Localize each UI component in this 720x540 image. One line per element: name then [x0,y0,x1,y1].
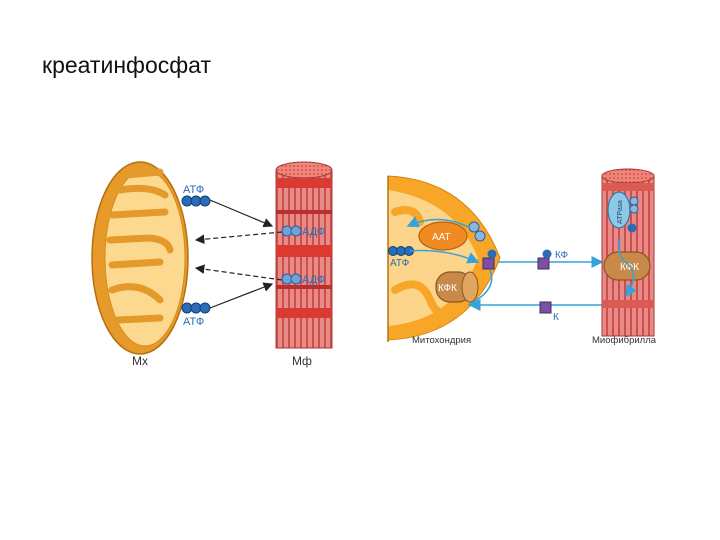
kf-phosphate-dot [542,249,552,259]
arrow-adp-to-mito-1 [194,231,283,245]
label-aat: ААТ [432,232,451,243]
adp-molecule-icon [281,225,302,237]
atp-molecule-icon [181,195,211,207]
atp-molecule-icon [388,246,414,256]
atp-molecule-icon [181,302,211,314]
kfk-myo-enzyme [603,251,651,281]
phosphate-dot [487,249,497,259]
label-atpase: АТРаза [617,200,624,224]
label-mf: Мф [292,354,312,368]
kf-cube [537,257,550,270]
k-cube [539,301,552,314]
label-kfk-mito: КФК [438,283,457,294]
aat-enzyme [418,221,468,251]
caption-myofibril: Миофибрилла [592,335,657,346]
label-mx: Мх [132,354,148,368]
adp-molecule-icon [629,196,639,214]
slide-title: креатинфосфат [42,52,211,78]
caption-mitochondria: Митохондрия [412,335,471,346]
label-adp-1: АДФ [302,226,325,238]
label-kf: КФ [555,250,568,261]
flow-myo-loop [617,237,637,298]
arrow-atp-to-myofibril [209,199,274,228]
flow-atp-to-kfk [409,249,480,264]
atpase-phosphate-dot [627,223,637,233]
label-atp-right: АТФ [390,258,410,269]
label-kfk-myo: КФК [620,262,639,273]
label-atp-bottom: АТФ [183,316,204,328]
myofibril-column [275,161,333,349]
label-adp-2: АДФ [302,274,325,286]
label-k: К [553,312,559,323]
creatine-phosphate-cube [482,257,495,270]
mitochondrion [91,161,189,355]
arrow-adp-to-mito-2 [194,264,283,281]
adp-molecule-icon [281,273,302,285]
flow-adp-to-aat [406,216,471,229]
kfk-mito-enzyme [435,271,479,303]
label-atp-top: АТФ [183,184,204,196]
arrow-atp-to-myofibril-2 [209,282,274,309]
